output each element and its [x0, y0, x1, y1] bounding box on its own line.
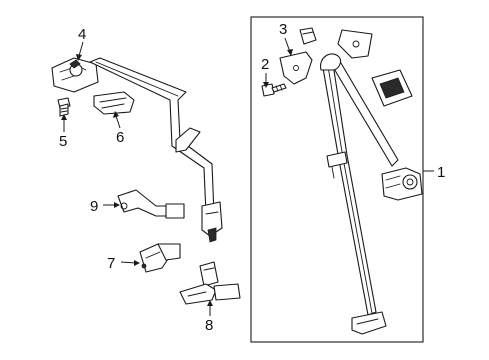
- seat-belt-webbing: [319, 53, 399, 335]
- upper-retractor: [51, 57, 99, 93]
- belt-guide: [93, 91, 135, 115]
- retractor: [381, 167, 423, 201]
- callout-1: 1: [437, 164, 445, 181]
- bezel: [371, 69, 413, 107]
- buckle-strap: [117, 189, 185, 219]
- callout-4: 4: [78, 26, 86, 43]
- dual-buckle: [179, 261, 241, 305]
- anchor-bolt: [57, 97, 71, 117]
- assembly-frame: [250, 16, 424, 343]
- leader-6: [115, 115, 121, 129]
- d-ring-bracket: [279, 51, 313, 85]
- callout-3: 3: [279, 21, 287, 38]
- callout-2: 2: [261, 56, 269, 73]
- callout-5: 5: [59, 133, 67, 150]
- bolt: [261, 83, 287, 97]
- buckle: [139, 243, 181, 273]
- callout-7: 7: [107, 255, 115, 272]
- retainer-clip: [299, 27, 317, 45]
- callout-6: 6: [116, 129, 124, 146]
- rear-belt-webbing: [89, 57, 223, 243]
- callout-9: 9: [90, 198, 98, 215]
- leader-4: [78, 41, 84, 57]
- callout-8: 8: [205, 317, 213, 334]
- leader-7: [120, 261, 137, 264]
- trim-cover: [337, 29, 373, 59]
